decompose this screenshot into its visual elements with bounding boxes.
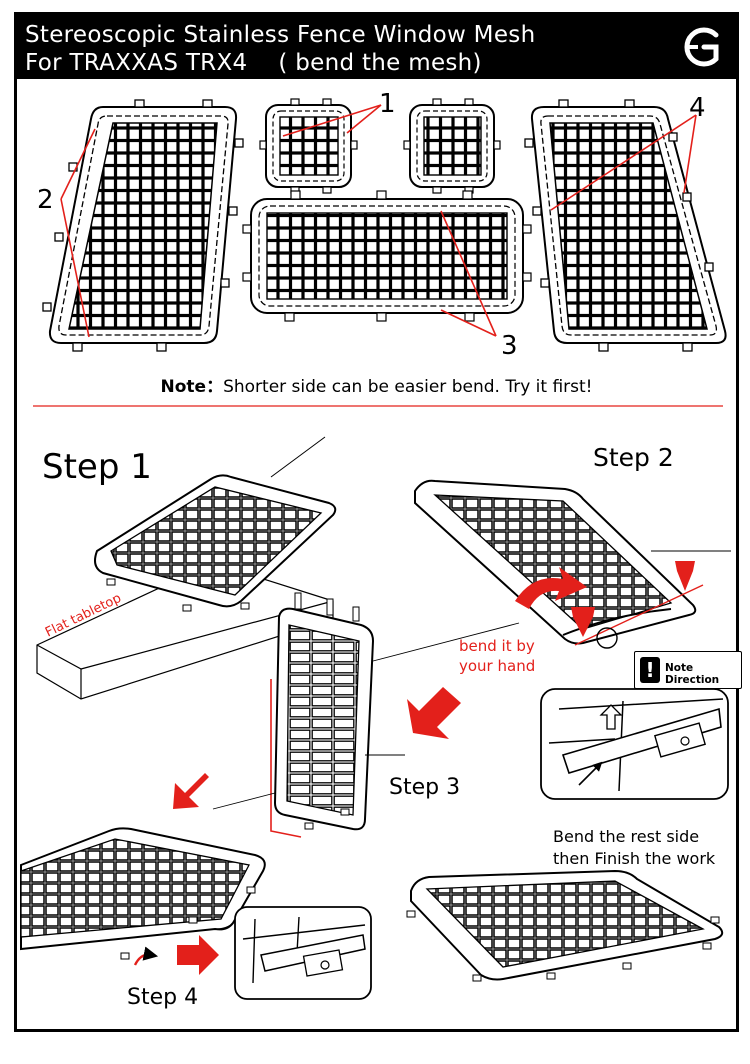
part-label-4: 4 (689, 93, 706, 123)
step4-label: Step 4 (127, 985, 199, 1010)
bend-hand-line-2: your hand (459, 657, 536, 675)
note-direction-badge: ! Note Direction (634, 651, 742, 689)
header-banner: Stereoscopic Stainless Fence Window Mesh… (17, 15, 736, 79)
finish-line-2: then Finish the work (553, 849, 716, 868)
artwork-canvas (20, 98, 731, 1000)
instruction-sheet: Stereoscopic Stainless Fence Window Mesh… (14, 12, 742, 1032)
part-label-3: 3 (501, 331, 518, 361)
part-label-1: 1 (379, 89, 396, 119)
note-prefix: Note： (160, 377, 224, 397)
title-line-1: Stereoscopic Stainless Fence Window Mesh (25, 22, 536, 48)
finish-line-1: Bend the rest side (553, 827, 700, 846)
note-direction-label: Note Direction (665, 662, 720, 686)
step4-illustration (20, 827, 266, 966)
finished-mesh-illustration (406, 869, 724, 982)
step2-illustration (414, 479, 731, 649)
warning-exclamation-icon: ! (640, 657, 660, 683)
mesh-part-1-right (403, 98, 501, 194)
note-text: Note：Shorter side can be easier bend. Tr… (17, 372, 736, 397)
step2-detail-zoom (540, 688, 729, 800)
mesh-part-4 (524, 99, 727, 352)
note-body: Shorter side can be easier bend. Try it … (223, 377, 593, 397)
step3-illustration (212, 592, 520, 838)
mesh-part-2 (42, 99, 244, 352)
step3-label: Step 3 (389, 775, 461, 800)
mesh-part-3 (242, 190, 532, 322)
step1-illustration (36, 436, 337, 700)
red-arrow-step3-to-4 (173, 773, 209, 809)
mesh-part-1-left (259, 98, 358, 194)
title-line-2: For TRAXXAS TRX4 ( bend the mesh) (25, 50, 482, 76)
step2-label: Step 2 (593, 443, 674, 472)
step1-label: Step 1 (42, 447, 152, 487)
part-label-2: 2 (37, 185, 54, 215)
red-arrow-step2-to-3 (407, 687, 461, 739)
step4-detail-zoom (234, 906, 372, 1000)
brand-logo (684, 27, 719, 67)
red-arrow-step4-detail (177, 935, 219, 975)
bend-hand-line-1: bend it by (459, 637, 535, 655)
